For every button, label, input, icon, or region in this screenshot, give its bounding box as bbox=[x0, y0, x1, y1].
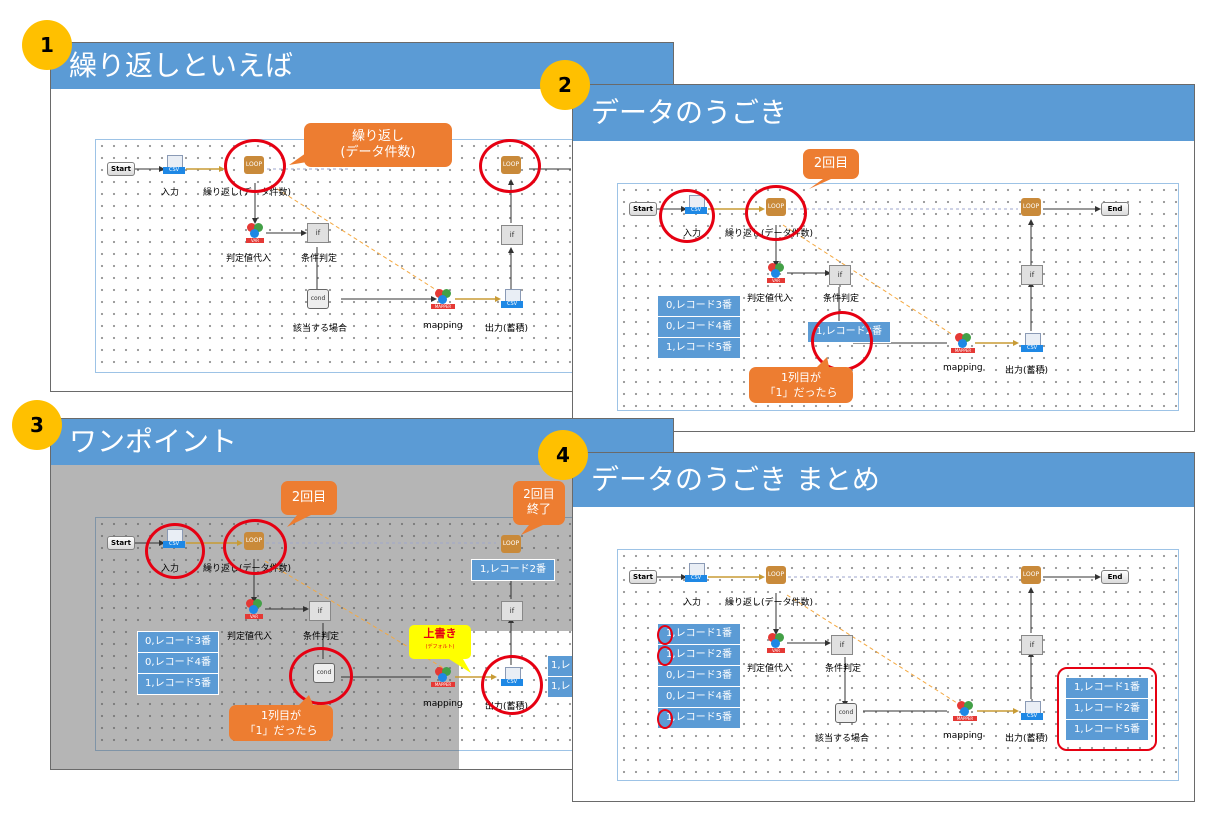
record-list: 1,レコード1番 1,レコード2番 0,レコード3番 0,レコード4番 1,レコ… bbox=[657, 623, 741, 731]
record-item: 1,レコード5番 bbox=[137, 673, 219, 695]
output-label: 出力(蓄積) bbox=[1005, 734, 1049, 744]
highlight-ring bbox=[745, 185, 807, 241]
highlight-ring bbox=[481, 655, 543, 715]
record-item: 0,レコード4番 bbox=[657, 686, 741, 708]
record-item: 0,レコード3番 bbox=[657, 665, 741, 687]
result-list: 1,レコード1番 1,レコード2番 1,レコード5番 bbox=[1065, 677, 1149, 743]
highlight-ring bbox=[657, 709, 673, 729]
highlight-ring bbox=[224, 139, 286, 193]
loop-label: 繰り返し(データ件数) bbox=[725, 598, 814, 608]
start-node[interactable]: Start bbox=[107, 162, 135, 176]
assign-label: 判定値代入 bbox=[227, 632, 273, 642]
judge-label: 条件判定 bbox=[301, 254, 338, 264]
slide-number-badge: 1 bbox=[22, 20, 72, 70]
judge-label: 条件判定 bbox=[825, 664, 862, 674]
var-icon[interactable]: VAR bbox=[766, 633, 788, 653]
iteration-callout: 2回目 bbox=[281, 481, 337, 515]
highlight-ring bbox=[657, 646, 673, 666]
loop-record: 1,レコード2番 bbox=[471, 559, 555, 581]
assign-label: 判定値代入 bbox=[226, 254, 272, 264]
result-highlight bbox=[1057, 667, 1157, 751]
mapping-label: mapping bbox=[423, 699, 463, 709]
mapping-label: mapping bbox=[943, 363, 983, 373]
start-node[interactable]: Start bbox=[629, 202, 657, 216]
start-node[interactable]: Start bbox=[107, 536, 135, 550]
if-icon[interactable]: if bbox=[501, 601, 523, 621]
assign-label: 判定値代入 bbox=[747, 294, 793, 304]
start-node[interactable]: Start bbox=[629, 570, 657, 584]
highlight-ring bbox=[289, 647, 353, 705]
loop-callout: 繰り返し (データ件数) bbox=[304, 123, 452, 167]
if-icon[interactable]: if bbox=[501, 225, 523, 245]
csv-output-icon[interactable]: CSV bbox=[1021, 701, 1043, 721]
cond-icon[interactable]: cond bbox=[835, 703, 857, 723]
highlight-ring bbox=[145, 523, 205, 579]
csv-input-icon[interactable]: CSV bbox=[163, 155, 185, 175]
judge-label: 条件判定 bbox=[823, 294, 860, 304]
flow-edges bbox=[657, 574, 1101, 714]
input-label: 入力 bbox=[683, 598, 702, 608]
if-icon[interactable]: if bbox=[309, 601, 331, 621]
mapper-icon[interactable]: MAPPER bbox=[953, 701, 977, 721]
if-icon[interactable]: if bbox=[829, 265, 851, 285]
record-list: 0,レコード3番 0,レコード4番 1,レコード5番 bbox=[657, 295, 741, 359]
iteration-end-callout: 2回目 終了 bbox=[513, 481, 565, 525]
record-list: 0,レコード3番 0,レコード4番 1,レコード5番 bbox=[137, 631, 219, 695]
condition-callout: 1列目が 「1」だったら bbox=[749, 367, 853, 403]
loop-end-icon[interactable]: LOOP bbox=[1021, 566, 1043, 586]
record-item: 1,レコード5番 bbox=[657, 337, 741, 359]
assign-label: 判定値代入 bbox=[747, 664, 793, 674]
slide-number-badge: 3 bbox=[12, 400, 62, 450]
end-node[interactable]: End bbox=[1101, 570, 1129, 584]
csv-output-icon[interactable]: CSV bbox=[1021, 333, 1043, 353]
highlight-ring bbox=[479, 139, 541, 193]
slide-2: データのうごき Start End CSV 入力 LOOP 繰り返し(データ件数… bbox=[572, 84, 1195, 432]
input-label: 入力 bbox=[161, 188, 180, 198]
overwrite-callout: 上書き (デフォルト) bbox=[409, 625, 471, 659]
judge-label: 条件判定 bbox=[303, 632, 340, 642]
flow-canvas bbox=[95, 139, 657, 373]
loop-icon[interactable]: LOOP bbox=[766, 566, 788, 586]
if-icon[interactable]: if bbox=[307, 223, 329, 243]
end-node[interactable]: End bbox=[1101, 202, 1129, 216]
if-icon[interactable]: if bbox=[831, 635, 853, 655]
var-icon[interactable]: VAR bbox=[244, 599, 266, 619]
loop-label: 繰り返し(データ件数) bbox=[203, 188, 292, 198]
output-label: 出力(蓄積) bbox=[1005, 366, 1049, 376]
dim-overlay bbox=[51, 631, 459, 769]
result-item: 1,レコード5番 bbox=[1065, 719, 1149, 741]
condition-callout: 1列目が 「1」だったら bbox=[229, 705, 333, 741]
mapper-icon[interactable]: MAPPER bbox=[951, 333, 975, 353]
loop-end-icon[interactable]: LOOP bbox=[1021, 198, 1043, 218]
mapper-icon[interactable]: MAPPER bbox=[431, 667, 455, 687]
highlight-ring bbox=[657, 625, 673, 645]
slide-number-badge: 4 bbox=[538, 430, 588, 480]
slide-title: データのうごき bbox=[573, 85, 1194, 141]
csv-input-icon[interactable]: CSV bbox=[685, 563, 707, 583]
loop-end-icon[interactable]: LOOP bbox=[501, 535, 523, 555]
var-icon[interactable]: VAR bbox=[245, 223, 267, 243]
slide-4: データのうごき まとめ Start End CSV 入力 LOOP 繰り返し(デ… bbox=[572, 452, 1195, 802]
slide-title: 繰り返しといえば bbox=[51, 43, 673, 89]
if-icon[interactable]: if bbox=[1021, 265, 1043, 285]
case-label: 該当する場合 bbox=[293, 324, 348, 334]
case-label: 該当する場合 bbox=[815, 734, 870, 744]
highlight-ring bbox=[223, 519, 287, 575]
csv-output-icon[interactable]: CSV bbox=[501, 289, 523, 309]
cond-icon[interactable]: cond bbox=[307, 289, 329, 309]
mapping-label: mapping bbox=[423, 321, 463, 331]
iteration-callout: 2回目 bbox=[803, 149, 859, 179]
if-icon[interactable]: if bbox=[1021, 635, 1043, 655]
highlight-ring bbox=[659, 189, 715, 243]
var-icon[interactable]: VAR bbox=[766, 263, 788, 283]
slide-number-badge: 2 bbox=[540, 60, 590, 110]
mapper-icon[interactable]: MAPPER bbox=[431, 289, 455, 309]
output-label: 出力(蓄積) bbox=[485, 324, 529, 334]
mapping-label: mapping bbox=[943, 731, 983, 741]
slide-title: データのうごき まとめ bbox=[573, 453, 1194, 507]
